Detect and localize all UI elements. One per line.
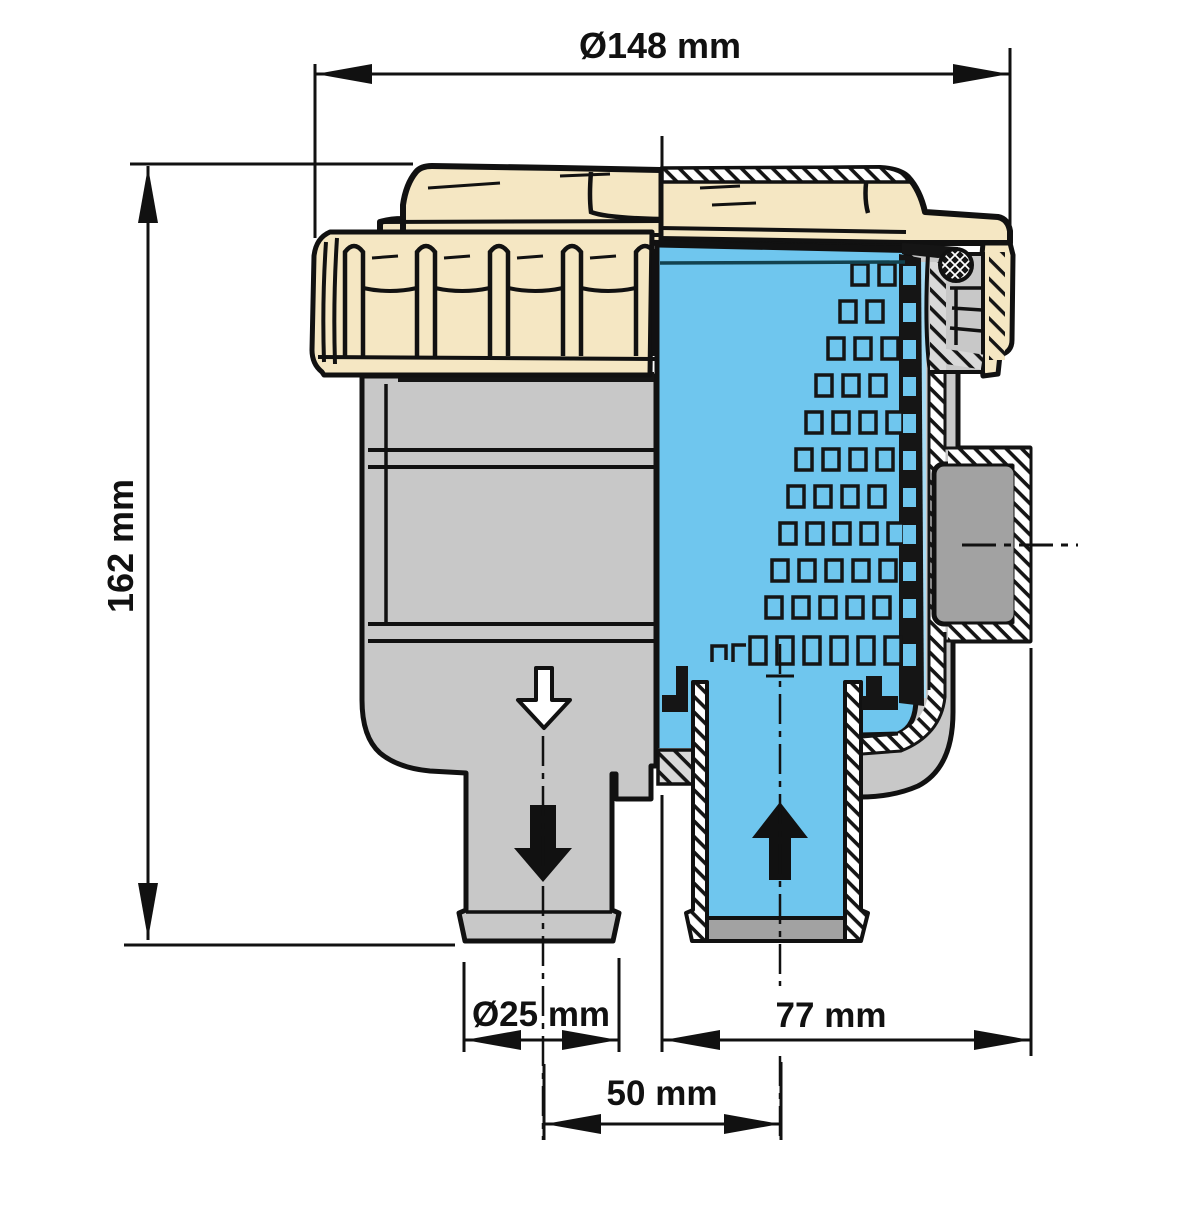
svg-text:Ø25 mm: Ø25 mm <box>472 995 610 1034</box>
svg-text:50 mm: 50 mm <box>607 1074 718 1113</box>
svg-text:162 mm: 162 mm <box>100 479 141 613</box>
svg-text:77 mm: 77 mm <box>776 996 887 1035</box>
svg-text:Ø148 mm: Ø148 mm <box>579 25 741 66</box>
